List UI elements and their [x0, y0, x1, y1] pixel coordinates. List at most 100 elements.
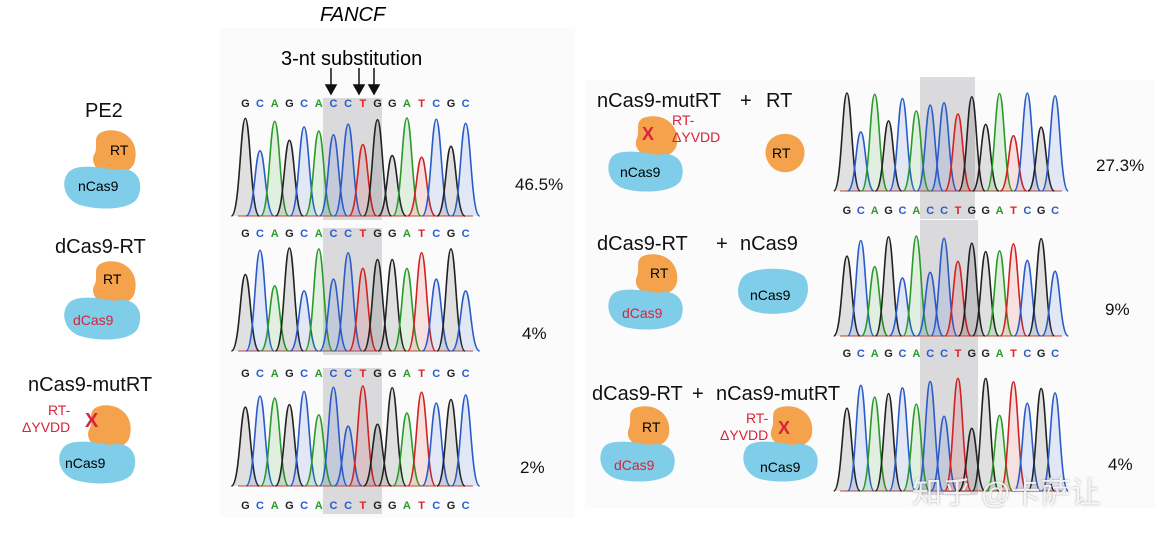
- nucleotide-label: T: [954, 205, 962, 217]
- nucleotide-label: T: [1010, 348, 1017, 360]
- pe2-rt-label: RT: [110, 142, 129, 158]
- r1-rt-label: RT- ΔYVDD: [672, 112, 721, 145]
- pe2-complex-icon: [64, 130, 141, 209]
- r3-title-a: dCas9-RT: [592, 383, 683, 405]
- nucleotide-label: A: [314, 228, 323, 240]
- nucleotide-label: C: [1051, 205, 1060, 217]
- r3-cas-label: dCas9: [614, 457, 655, 473]
- nucleotide-label: C: [1023, 348, 1032, 360]
- nucleotide-label: G: [884, 205, 893, 217]
- trace-peak-C: [1041, 392, 1070, 492]
- trace-peak-A: [985, 414, 1014, 492]
- nucleotide-label: G: [981, 348, 990, 360]
- nucleotide-label: G: [373, 228, 382, 240]
- nucleotide-label: A: [314, 500, 323, 512]
- pe2-cas-label: nCas9: [78, 178, 119, 194]
- trace-peak-T: [999, 134, 1028, 192]
- nucleotide-label: C: [256, 228, 264, 240]
- nucleotide-label: G: [285, 228, 294, 240]
- nucleotide-label: C: [926, 348, 935, 360]
- dcas9rt-title: dCas9-RT: [55, 236, 146, 258]
- r1-x-mark-icon: X: [642, 124, 655, 144]
- pe2-title: PE2: [85, 100, 123, 122]
- nucleotide-label: A: [402, 500, 411, 512]
- nucleotide-label: C: [432, 500, 441, 512]
- dcas9rt-chromatogram-trace: [230, 247, 481, 352]
- nucleotide-label: G: [1036, 205, 1046, 217]
- nucleotide-label: C: [300, 98, 309, 110]
- nucleotide-label: A: [314, 98, 323, 110]
- nucleotide-label: A: [402, 228, 411, 240]
- r2-plus: +: [716, 233, 728, 255]
- nucleotide-label: C: [461, 500, 470, 512]
- trace-peak-C: [450, 394, 481, 487]
- nucleotide-label: C: [898, 348, 907, 360]
- r2-title-b: nCas9: [740, 233, 798, 255]
- nucleotide-label: G: [967, 205, 977, 217]
- nucleotide-label: C: [940, 205, 949, 217]
- trace-peak-G: [1027, 126, 1056, 192]
- nucleotide-label: G: [387, 228, 397, 240]
- nucleotide-label: G: [446, 500, 456, 512]
- r2-title-a: dCas9-RT: [597, 233, 688, 255]
- trace-peak-C: [289, 290, 319, 352]
- r1-b-label: RT: [772, 145, 791, 161]
- nucleotide-label: C: [329, 500, 338, 512]
- ncas9mutrt-chromatogram-trace: [230, 385, 481, 487]
- nucleotide-label: G: [446, 228, 456, 240]
- pe2-chromatogram-trace: [230, 117, 481, 217]
- nucleotide-label: A: [270, 368, 279, 380]
- nucleotide-label: G: [373, 500, 382, 512]
- nucleotide-label: C: [1023, 205, 1032, 217]
- r3-complex-b-icon: [743, 406, 818, 482]
- trace-peak-C: [450, 290, 481, 352]
- nucleotide-label: C: [300, 368, 309, 380]
- nucleotide-label: A: [912, 205, 921, 217]
- r2-ncas9-icon: [738, 268, 808, 314]
- nucleotide-label: C: [898, 205, 907, 217]
- nucleotide-label: G: [446, 98, 456, 110]
- r2-b-label: nCas9: [750, 287, 791, 303]
- r2-percent: 9%: [1105, 300, 1130, 319]
- trace-peak-C: [930, 415, 959, 492]
- nucleotide-label: C: [256, 500, 264, 512]
- dcas9rt-rt-label: RT: [103, 271, 122, 287]
- nucleotide-label: C: [344, 368, 353, 380]
- trace-peak-T: [348, 143, 378, 217]
- ncas9mutrt-title: nCas9-mutRT: [28, 374, 153, 396]
- nucleotide-label: T: [954, 348, 962, 360]
- nucleotide-label: G: [842, 205, 852, 217]
- nucleotide-label: C: [344, 228, 353, 240]
- nucleotide-label: C: [432, 228, 441, 240]
- nucleotide-label: G: [241, 368, 250, 380]
- nucleotide-label: C: [300, 500, 309, 512]
- nucleotide-label: A: [314, 368, 323, 380]
- nucleotide-label: C: [300, 228, 309, 240]
- nucleotide-label: A: [402, 98, 411, 110]
- ncas9mutrt-cas-label: nCas9: [65, 455, 106, 471]
- r1-percent: 27.3%: [1096, 156, 1145, 175]
- nucleotide-label: T: [1010, 205, 1017, 217]
- trace-peak-C: [888, 277, 917, 337]
- trace-peak-G: [957, 427, 986, 492]
- substitution-label: 3-nt substitution: [281, 48, 423, 70]
- r3-complex-a-icon: [600, 406, 675, 482]
- nucleotide-label: G: [981, 205, 990, 217]
- nucleotide-label: G: [373, 98, 382, 110]
- nucleotide-label: G: [241, 500, 250, 512]
- nucleotide-label: G: [373, 368, 382, 380]
- nucleotide-label: C: [461, 98, 470, 110]
- trace-peak-A: [304, 414, 334, 487]
- nucleotide-label: C: [856, 348, 865, 360]
- nucleotide-label: C: [432, 368, 441, 380]
- nucleotide-label: G: [285, 500, 294, 512]
- dcas9rt-cas-label: dCas9: [73, 312, 114, 328]
- r1-chromatogram-trace: [832, 92, 1070, 192]
- nucleotide-label: G: [884, 348, 893, 360]
- r1-complex-a-icon: [608, 116, 683, 192]
- nucleotide-label: T: [359, 500, 367, 512]
- trace-peak-C: [318, 278, 349, 352]
- r3-x-mark-icon: X: [778, 418, 791, 438]
- nucleotide-label: T: [418, 368, 425, 380]
